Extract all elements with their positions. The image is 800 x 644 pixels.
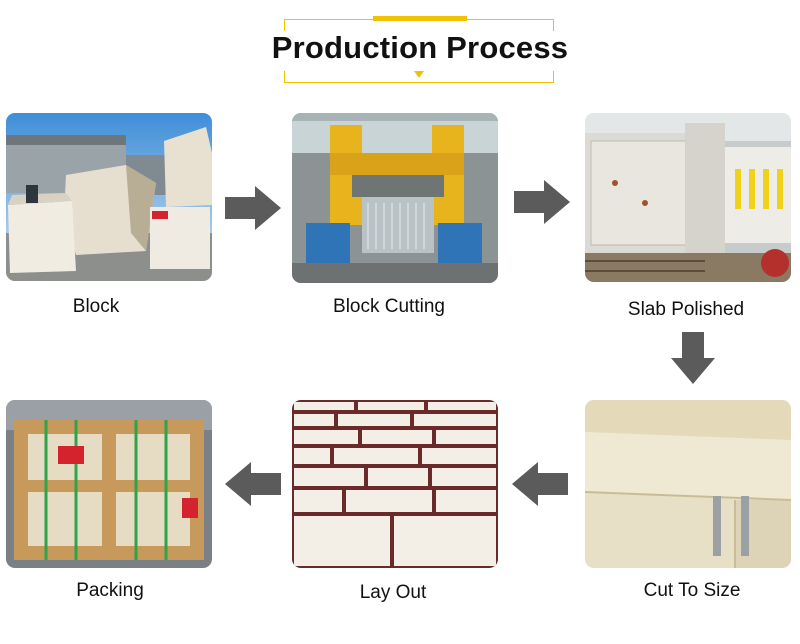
step-label-block: Block [72, 296, 120, 317]
step-photo-slab-polished [585, 113, 791, 282]
step-photo-block [6, 113, 212, 281]
title-accent-bar [373, 16, 467, 21]
step-photo-cut-to-size [585, 400, 791, 568]
arrow-left-icon [225, 462, 281, 506]
arrow-left-icon [512, 462, 568, 506]
arrow-down-icon [671, 332, 715, 384]
step-label-cut-to-size: Cut To Size [643, 580, 741, 601]
step-label-lay-out: Lay Out [359, 582, 427, 603]
step-photo-block-cutting [292, 113, 498, 283]
stone-blocks-photo [6, 113, 212, 281]
arrow-right-icon [225, 186, 281, 230]
title-frame [269, 16, 569, 83]
title-caret-icon [414, 71, 424, 78]
step-label-packing: Packing [76, 580, 144, 601]
polishing-machine-photo [585, 113, 791, 282]
page-title: Production Process [271, 30, 569, 65]
wooden-crate-photo [6, 400, 212, 568]
cut-slabs-photo [585, 400, 791, 568]
arrow-right-icon [514, 180, 570, 224]
step-label-slab-polished: Slab Polished [627, 299, 745, 320]
step-label-block-cutting: Block Cutting [333, 296, 445, 317]
gang-saw-photo [292, 113, 498, 283]
tile-layout-photo [292, 400, 498, 568]
step-photo-lay-out [292, 400, 498, 568]
step-photo-packing [6, 400, 212, 568]
